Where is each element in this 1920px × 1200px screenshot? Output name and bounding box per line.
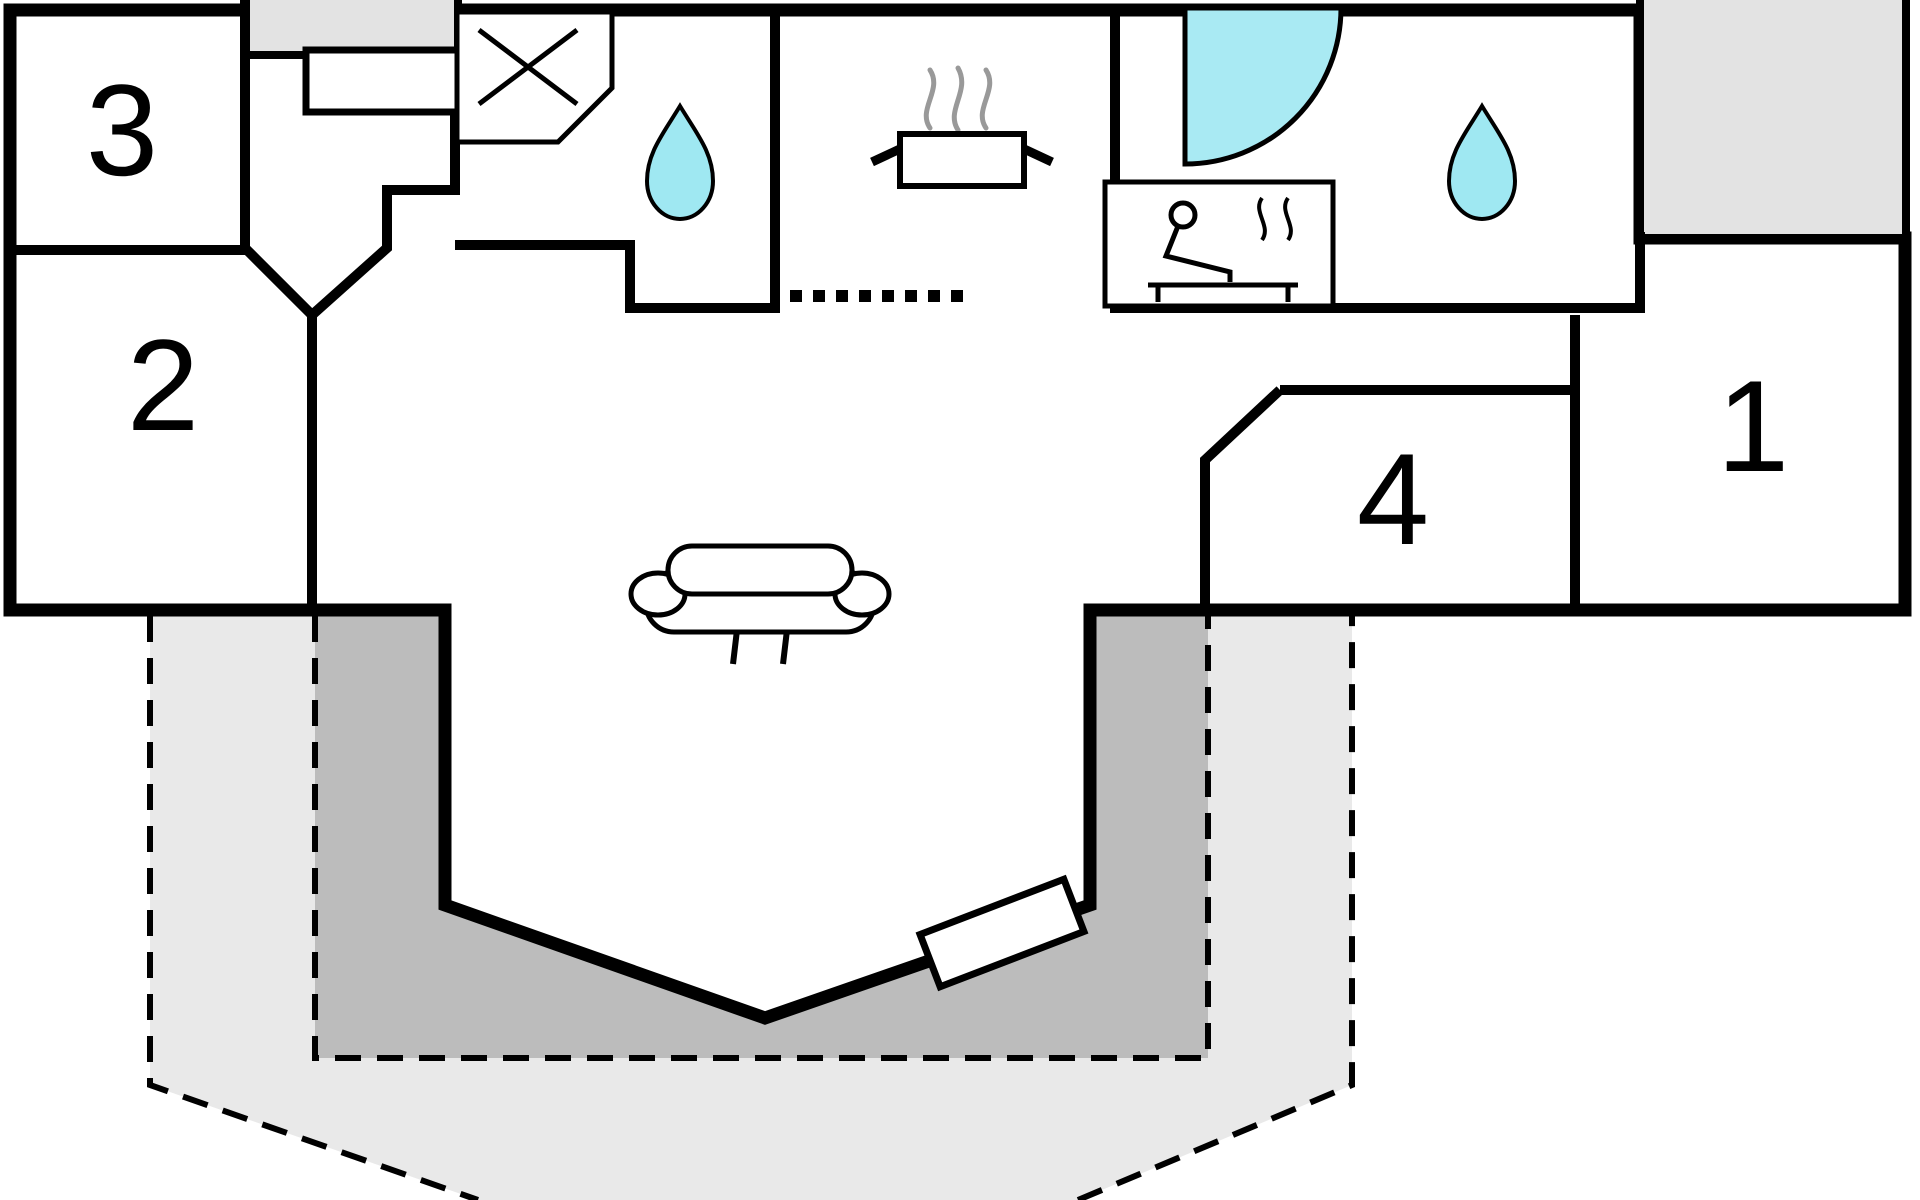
room-4-label: 4 (1357, 426, 1429, 572)
sauna-heat-waves-icon (1257, 196, 1293, 242)
sauna-person-head (1168, 200, 1198, 230)
water-drop-icon (1446, 102, 1518, 221)
water-drop-icon (644, 102, 716, 221)
door-swing-icon (1182, 5, 1344, 167)
terrace-dark-dashed-border (312, 616, 1211, 1061)
room-3-label: 3 (86, 57, 158, 203)
stove-pot-icon (870, 65, 1054, 189)
sofa-legs (730, 629, 790, 665)
shower-cabin-icon (454, 9, 615, 145)
entrance-door-icon (302, 46, 462, 116)
terrace-light-dashed-border (147, 616, 1355, 1200)
terrace-door-icon (915, 874, 1089, 992)
shower-x-icon (477, 28, 579, 106)
sauna-person-body (1162, 225, 1233, 282)
steam-icon (923, 65, 993, 133)
sauna-icon (1102, 179, 1336, 309)
room-2-label: 2 (127, 312, 199, 458)
pot-body (897, 131, 1027, 189)
interior-walls (10, 0, 1645, 610)
sofa-icon (628, 543, 892, 665)
sauna-bench (1148, 282, 1298, 302)
room-1-label: 1 (1717, 353, 1789, 499)
exterior-block-top-right (1636, 0, 1910, 242)
